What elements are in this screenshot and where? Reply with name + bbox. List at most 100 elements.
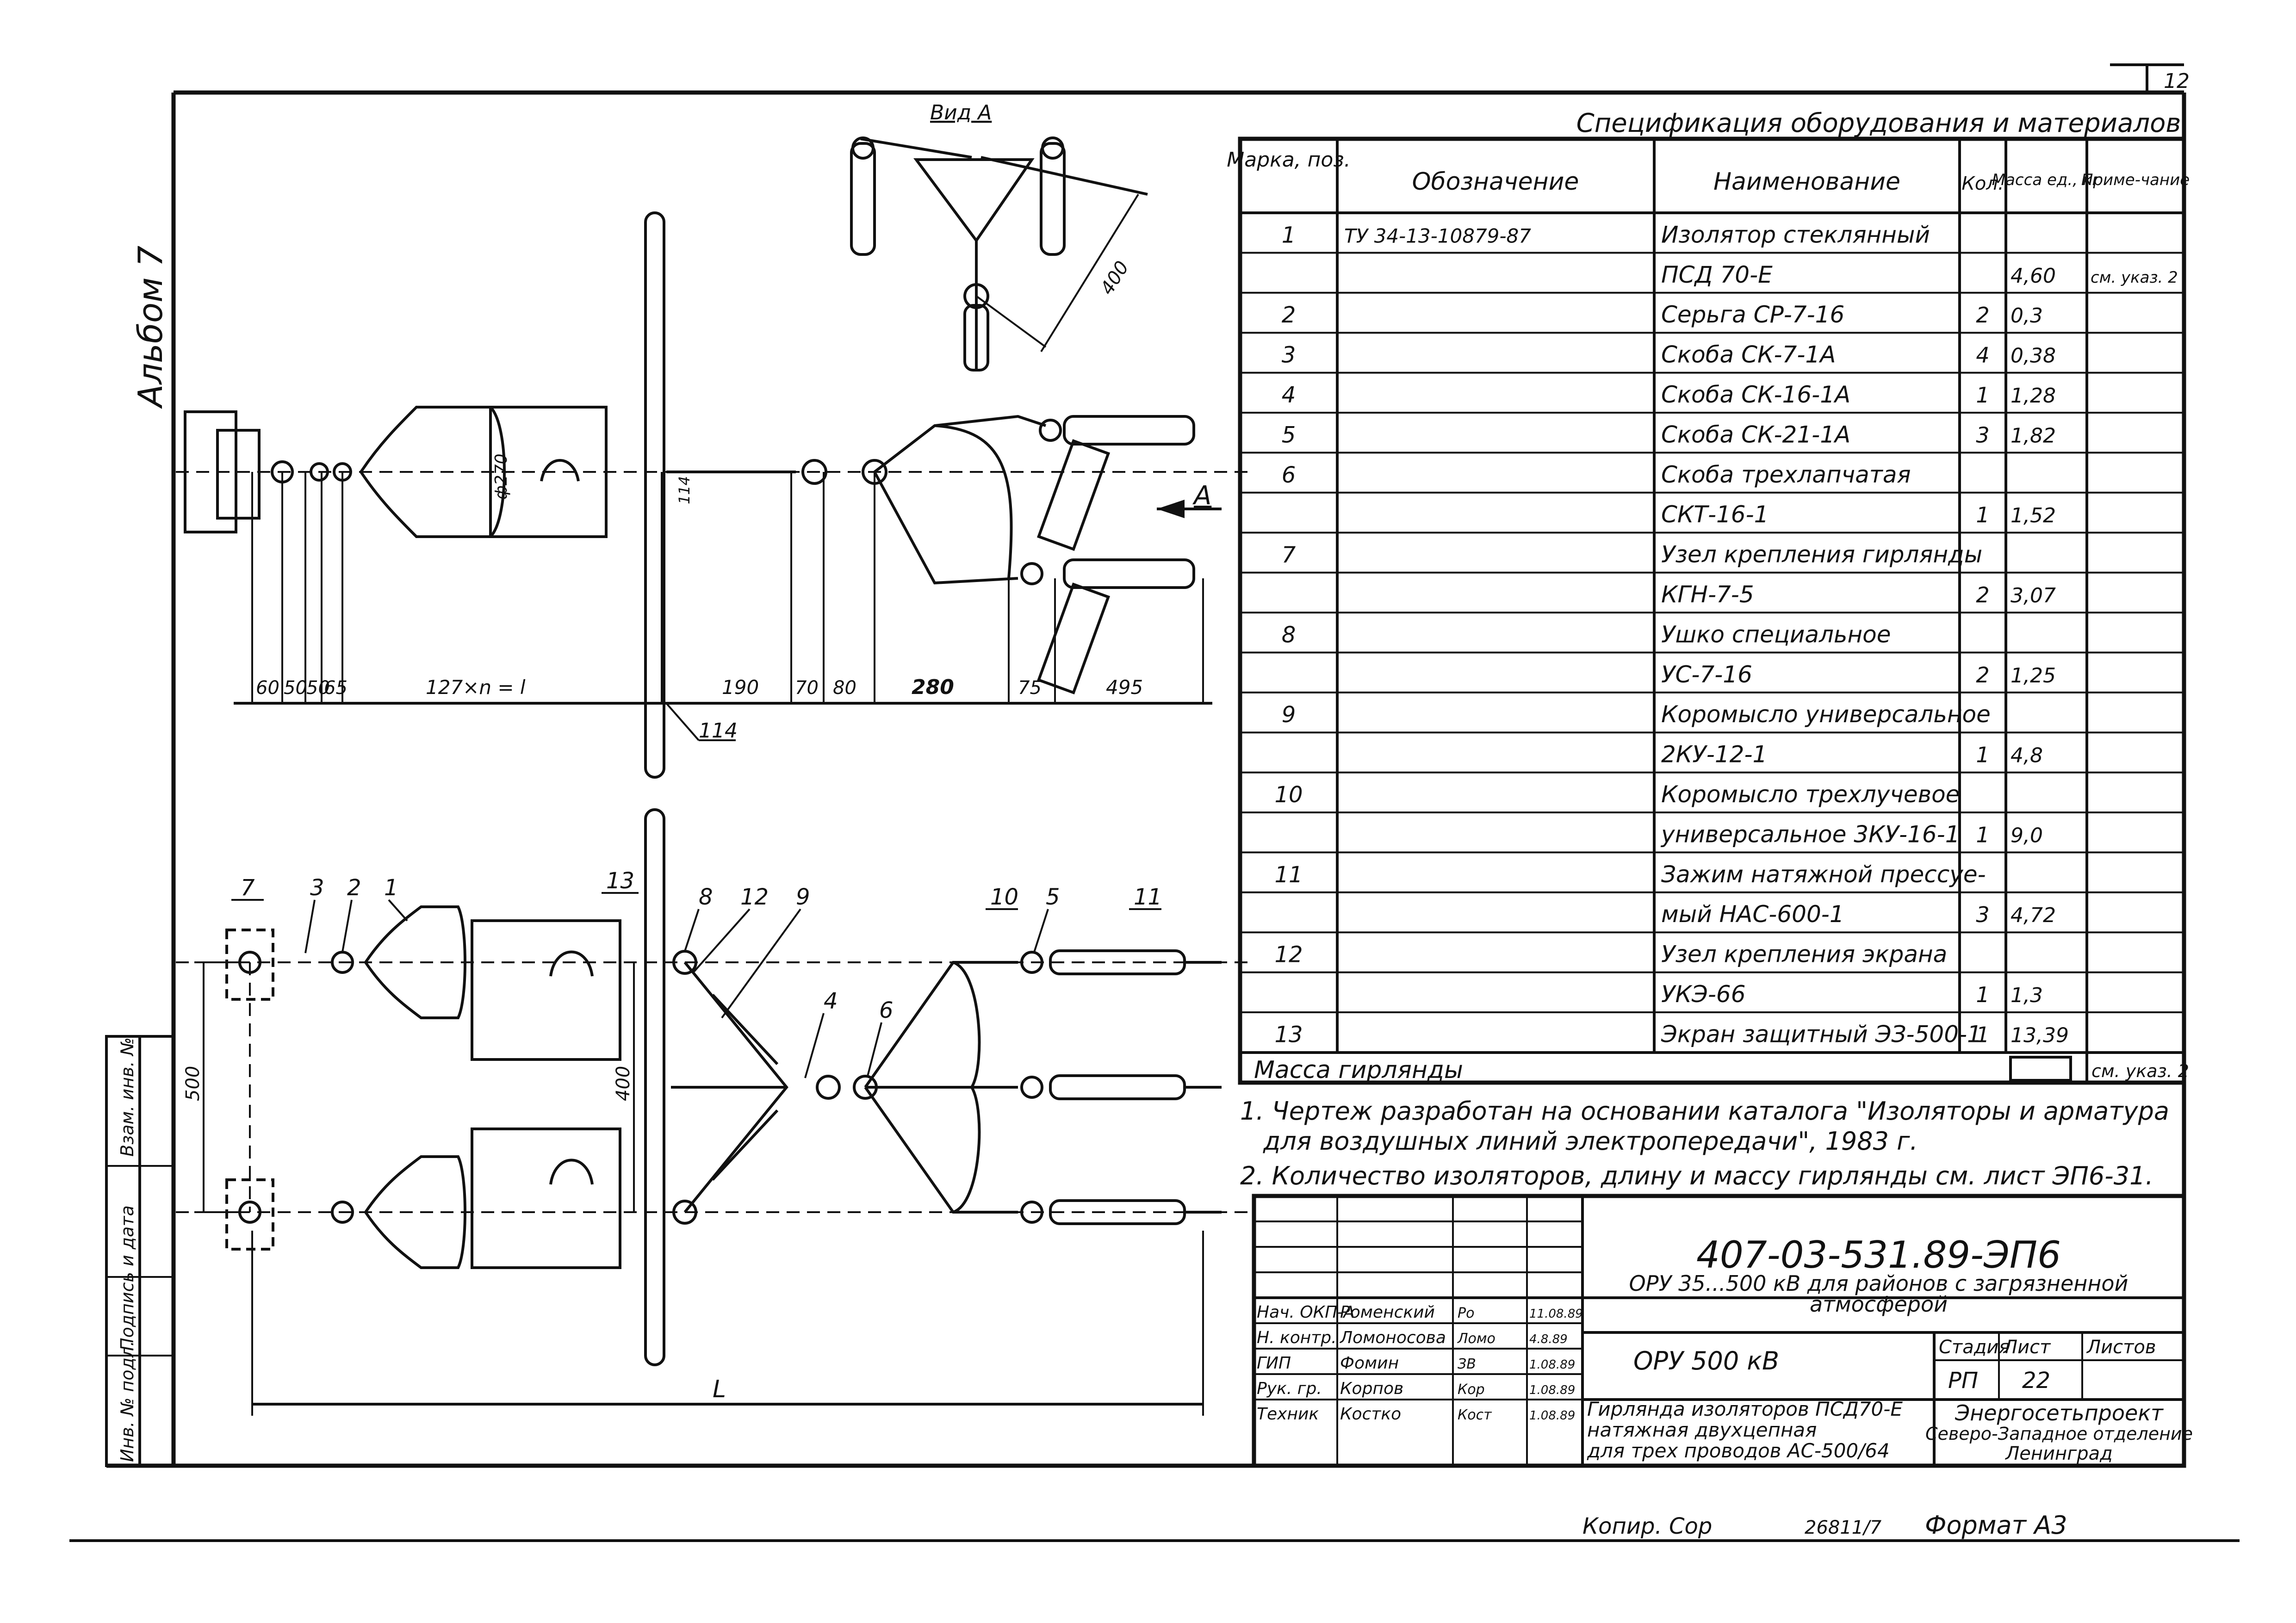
signature-role: Нач. ОКП-А: [1257, 1303, 1355, 1322]
spec-cell-name: УС-7-16: [1661, 661, 1752, 688]
spec-cell-mass: 13,39: [2011, 1023, 2069, 1047]
callout-5: 5: [1046, 884, 1060, 910]
spec-cell-mass: 0,38: [2011, 344, 2056, 368]
signature-date: 1.08.89: [1529, 1358, 1575, 1372]
spec-cell-note: см. указ. 2: [2091, 268, 2178, 287]
signature-role: Н. контр.: [1257, 1328, 1337, 1347]
hdr-designation: Обозначение: [1412, 168, 1579, 196]
org-line-3: Ленинград: [2004, 1443, 2113, 1464]
spec-cell-name: УКЭ-66: [1661, 981, 1746, 1008]
sheet-value: 22: [2022, 1368, 2050, 1394]
spec-cell-mark: 7: [1282, 542, 1296, 568]
spec-cell-mass: 3,07: [2011, 584, 2056, 607]
callout-11: 11: [1134, 884, 1162, 910]
stage-value: РП: [1948, 1368, 1978, 1394]
hdr-mark: Марка, поз.: [1227, 148, 1350, 172]
footer-number: 26811/7: [1805, 1517, 1882, 1538]
corner-sheet-number: 12: [2164, 69, 2190, 93]
callout-12: 12: [740, 884, 769, 910]
album-label: Альбом 7: [131, 246, 170, 409]
signature-name: Костко: [1340, 1405, 1401, 1424]
stamp-sign-date: Подпись и дата: [117, 1205, 137, 1351]
signature-date: 1.08.89: [1529, 1409, 1575, 1423]
project-line-2: атмосферой: [1810, 1292, 1948, 1317]
spec-cell-name: Экран защитный ЭЗ-500-1: [1661, 1021, 1982, 1047]
dim-50b: 50: [306, 677, 330, 699]
spec-cell-mark: 12: [1274, 942, 1303, 968]
spec-cell-qty: 4: [1976, 343, 1989, 368]
spec-cell-name: Зажим натяжной прессуе-: [1661, 861, 1986, 888]
hdr-stage: Стадия: [1939, 1337, 2010, 1358]
callout-9: 9: [796, 884, 810, 910]
dim-80: 80: [833, 677, 856, 699]
signature-role: Рук. гр.: [1257, 1379, 1322, 1398]
lower-view: 500 400 L 7 3 2 1 13 8 12 9 10 5 11 4 6: [176, 808, 1249, 1416]
spec-cell-qty: 1: [1976, 502, 1989, 527]
spec-cell-qty: 2: [1976, 303, 1989, 328]
spec-cell-mark: 11: [1274, 862, 1303, 888]
spec-title: Спецификация оборудования и материалов: [1576, 108, 2181, 138]
signature-role: Техник: [1257, 1405, 1319, 1424]
signature-name: Корпов: [1340, 1379, 1403, 1398]
hdr-sheets: Листов: [2086, 1337, 2156, 1358]
callout-6: 6: [879, 997, 894, 1023]
spec-cell-mass: 0,3: [2011, 304, 2043, 328]
signature-sign: Ломо: [1457, 1331, 1496, 1347]
hdr-qty: Кол.: [1961, 173, 2004, 194]
dim-114-top: 114: [676, 476, 693, 504]
callout-13: 13: [606, 868, 634, 894]
dim-75: 75: [1018, 677, 1042, 699]
spec-cell-mass: 1,25: [2011, 664, 2056, 688]
spec-cell-qty: 2: [1976, 582, 1989, 607]
hdr-mass: Масса ед., кг: [1992, 171, 2101, 189]
spec-cell-mark: 2: [1282, 302, 1296, 328]
spec-cell-mass: 4,60: [2011, 264, 2056, 288]
signature-name: Ломоносова: [1339, 1328, 1446, 1347]
spec-table: Спецификация оборудования и материалов М…: [1227, 108, 2190, 1085]
spec-total-label: Масса гирлянды: [1254, 1056, 1463, 1084]
spec-cell-mass: 9,0: [2011, 824, 2043, 847]
callout-2: 2: [347, 875, 361, 901]
stamp-replace-inv: Взам. инв. №: [117, 1037, 137, 1157]
spec-cell-mark: 8: [1282, 622, 1296, 648]
spec-cell-name: 2КУ-12-1: [1661, 741, 1767, 768]
signature-name: Фомин: [1340, 1354, 1399, 1373]
spec-cell-name: Ушко специальное: [1661, 621, 1891, 648]
note-1-line-2: для воздушных линий электропередачи", 19…: [1263, 1127, 1918, 1156]
callout-4: 4: [824, 988, 838, 1014]
project-line-1: ОРУ 35...500 кВ для районов с загрязненн…: [1629, 1271, 2128, 1296]
spec-cell-qty: 1: [1976, 822, 1989, 847]
callout-3: 3: [310, 875, 324, 901]
dim-280: 280: [912, 675, 954, 699]
side-stamp: Инв. № подл. Подпись и дата Взам. инв. №: [105, 1035, 175, 1467]
spec-cell-mass: 1,52: [2011, 504, 2056, 527]
org-line-1: Энергосетьпроект: [1955, 1400, 2164, 1425]
spec-cell-mark: 3: [1282, 342, 1296, 368]
dim-70: 70: [795, 677, 819, 699]
dim-d270: ф270: [492, 454, 511, 500]
spec-cell-name: Скоба СК-7-1А: [1661, 341, 1836, 368]
spec-cell-qty: 1: [1976, 383, 1989, 408]
title-block: 407-03-531.89-ЭП6 ОРУ 35...500 кВ для ра…: [1252, 1194, 2193, 1468]
spec-cell-mass: 1,28: [2011, 384, 2056, 408]
doc-code: 407-03-531.89-ЭП6: [1696, 1233, 2061, 1276]
stamp-inv-orig: Инв. № подл.: [117, 1341, 137, 1462]
dim-500: 500: [182, 1066, 204, 1101]
signature-sign: ЗВ: [1458, 1356, 1476, 1372]
spec-cell-mass: 1,3: [2011, 984, 2043, 1007]
spec-cell-mass: 4,8: [2011, 744, 2043, 768]
spec-cell-name: ПСД 70-Е: [1661, 261, 1773, 288]
hdr-name: Наименование: [1713, 168, 1900, 196]
spec-cell-name: Скоба СК-16-1А: [1661, 381, 1850, 408]
spec-cell-name: КГН-7-5: [1661, 581, 1754, 608]
signature-date: 4.8.89: [1529, 1332, 1568, 1346]
note-2: 2. Количество изоляторов, длину и массу …: [1240, 1161, 2153, 1190]
dim-50a: 50: [284, 677, 307, 699]
callout-7: 7: [241, 875, 255, 901]
view-a-label: Вид А: [930, 101, 992, 124]
upper-view: ф270 114 А 60 50 50: [176, 211, 1249, 779]
note-1-line-1: 1. Чертеж разработан на основании катало…: [1240, 1096, 2169, 1126]
general-notes: 1. Чертеж разработан на основании катало…: [1240, 1096, 2169, 1190]
